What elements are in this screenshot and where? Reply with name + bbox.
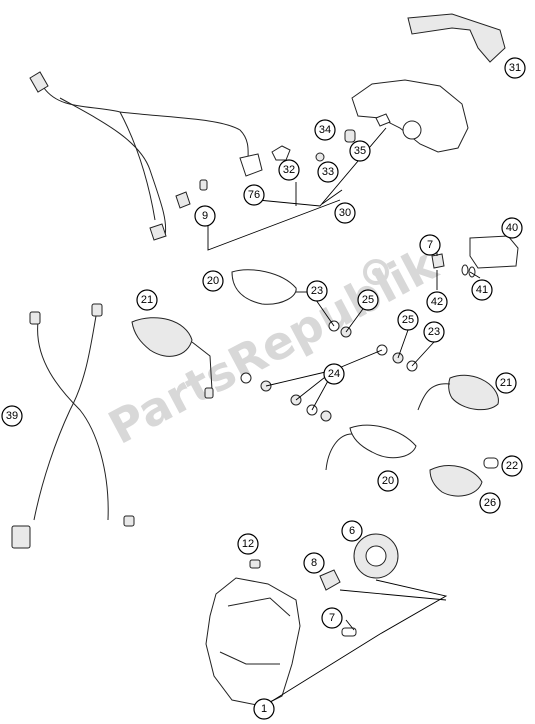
callout-42[interactable]: 42	[426, 291, 448, 313]
callout-40[interactable]: 40	[501, 217, 523, 239]
callout-41[interactable]: 41	[471, 279, 493, 301]
callout-23-upper[interactable]: 23	[306, 280, 328, 302]
svg-text:22: 22	[506, 460, 518, 472]
part-headlight	[205, 577, 301, 707]
part-tail-light	[351, 79, 469, 153]
svg-text:34: 34	[319, 124, 331, 136]
svg-text:1: 1	[261, 703, 267, 715]
svg-text:40: 40	[506, 222, 518, 234]
callout-33[interactable]: 33	[317, 161, 339, 183]
part-small-fittings	[271, 129, 356, 162]
part-bulb-7	[341, 627, 357, 637]
svg-text:26: 26	[484, 497, 496, 509]
callout-76[interactable]: 76	[243, 184, 265, 206]
callout-23-lower[interactable]: 23	[423, 321, 445, 343]
svg-text:35: 35	[354, 145, 366, 157]
callout-6[interactable]: 6	[341, 520, 363, 542]
part-bracket	[407, 13, 506, 63]
callout-39[interactable]: 39	[1, 405, 23, 427]
callout-35[interactable]: 35	[349, 140, 371, 162]
callout-20-upper[interactable]: 20	[202, 270, 224, 292]
callout-20-lower[interactable]: 20	[377, 470, 399, 492]
svg-text:30: 30	[339, 207, 351, 219]
svg-text:23: 23	[311, 285, 323, 297]
svg-text:25: 25	[402, 314, 414, 326]
callout-31[interactable]: 31	[504, 57, 526, 79]
svg-text:42: 42	[431, 296, 443, 308]
svg-text:7: 7	[329, 612, 335, 624]
part-bulb-12	[249, 559, 261, 569]
part-license-light	[431, 235, 519, 278]
callout-21-left[interactable]: 21	[136, 289, 158, 311]
callout-30[interactable]: 30	[334, 202, 356, 224]
callout-21-right[interactable]: 21	[495, 372, 517, 394]
callout-7-rear[interactable]: 7	[419, 234, 441, 256]
svg-text:9: 9	[202, 210, 208, 222]
svg-text:25: 25	[362, 294, 374, 306]
svg-text:20: 20	[207, 275, 219, 287]
part-washers	[240, 320, 418, 422]
callout-9[interactable]: 9	[194, 205, 216, 227]
part-cable-loom	[11, 303, 135, 549]
part-turn-signal-front-right	[417, 374, 499, 411]
callout-7-front[interactable]: 7	[321, 607, 343, 629]
callout-26[interactable]: 26	[479, 492, 501, 514]
part-turn-signal-rear-right	[325, 424, 417, 471]
callout-22[interactable]: 22	[501, 455, 523, 477]
svg-text:6: 6	[349, 525, 355, 537]
part-headlight-cover	[353, 533, 399, 579]
svg-text:76: 76	[248, 189, 260, 201]
svg-text:7: 7	[427, 239, 433, 251]
part-lens	[429, 465, 483, 497]
svg-text:12: 12	[242, 538, 254, 550]
svg-text:39: 39	[6, 410, 18, 422]
part-turn-signal-front-left	[131, 317, 214, 399]
part-bulb-8	[319, 569, 341, 591]
svg-text:33: 33	[322, 166, 334, 178]
svg-text:41: 41	[476, 284, 488, 296]
svg-text:23: 23	[428, 326, 440, 338]
part-wiring-harness	[29, 71, 263, 241]
gear-icon	[363, 259, 389, 285]
part-bulb-22	[483, 457, 499, 469]
svg-text:8: 8	[311, 557, 317, 569]
callout-25-upper[interactable]: 25	[357, 289, 379, 311]
callout-12[interactable]: 12	[237, 533, 259, 555]
svg-text:31: 31	[509, 62, 521, 74]
callout-8[interactable]: 8	[303, 552, 325, 574]
part-turn-signal-rear-left	[231, 269, 320, 305]
callout-24[interactable]: 24	[323, 363, 345, 385]
svg-text:24: 24	[328, 368, 340, 380]
svg-text:21: 21	[141, 294, 153, 306]
callout-34[interactable]: 34	[314, 119, 336, 141]
svg-text:32: 32	[283, 164, 295, 176]
svg-text:20: 20	[382, 475, 394, 487]
callout-1[interactable]: 1	[253, 698, 275, 720]
svg-text:21: 21	[500, 377, 512, 389]
callout-25-lower[interactable]: 25	[397, 309, 419, 331]
callout-32[interactable]: 32	[278, 159, 300, 181]
callouts: 31 34 35 32 33 76 30 9 7 40 42 41 20 21 …	[1, 57, 526, 720]
